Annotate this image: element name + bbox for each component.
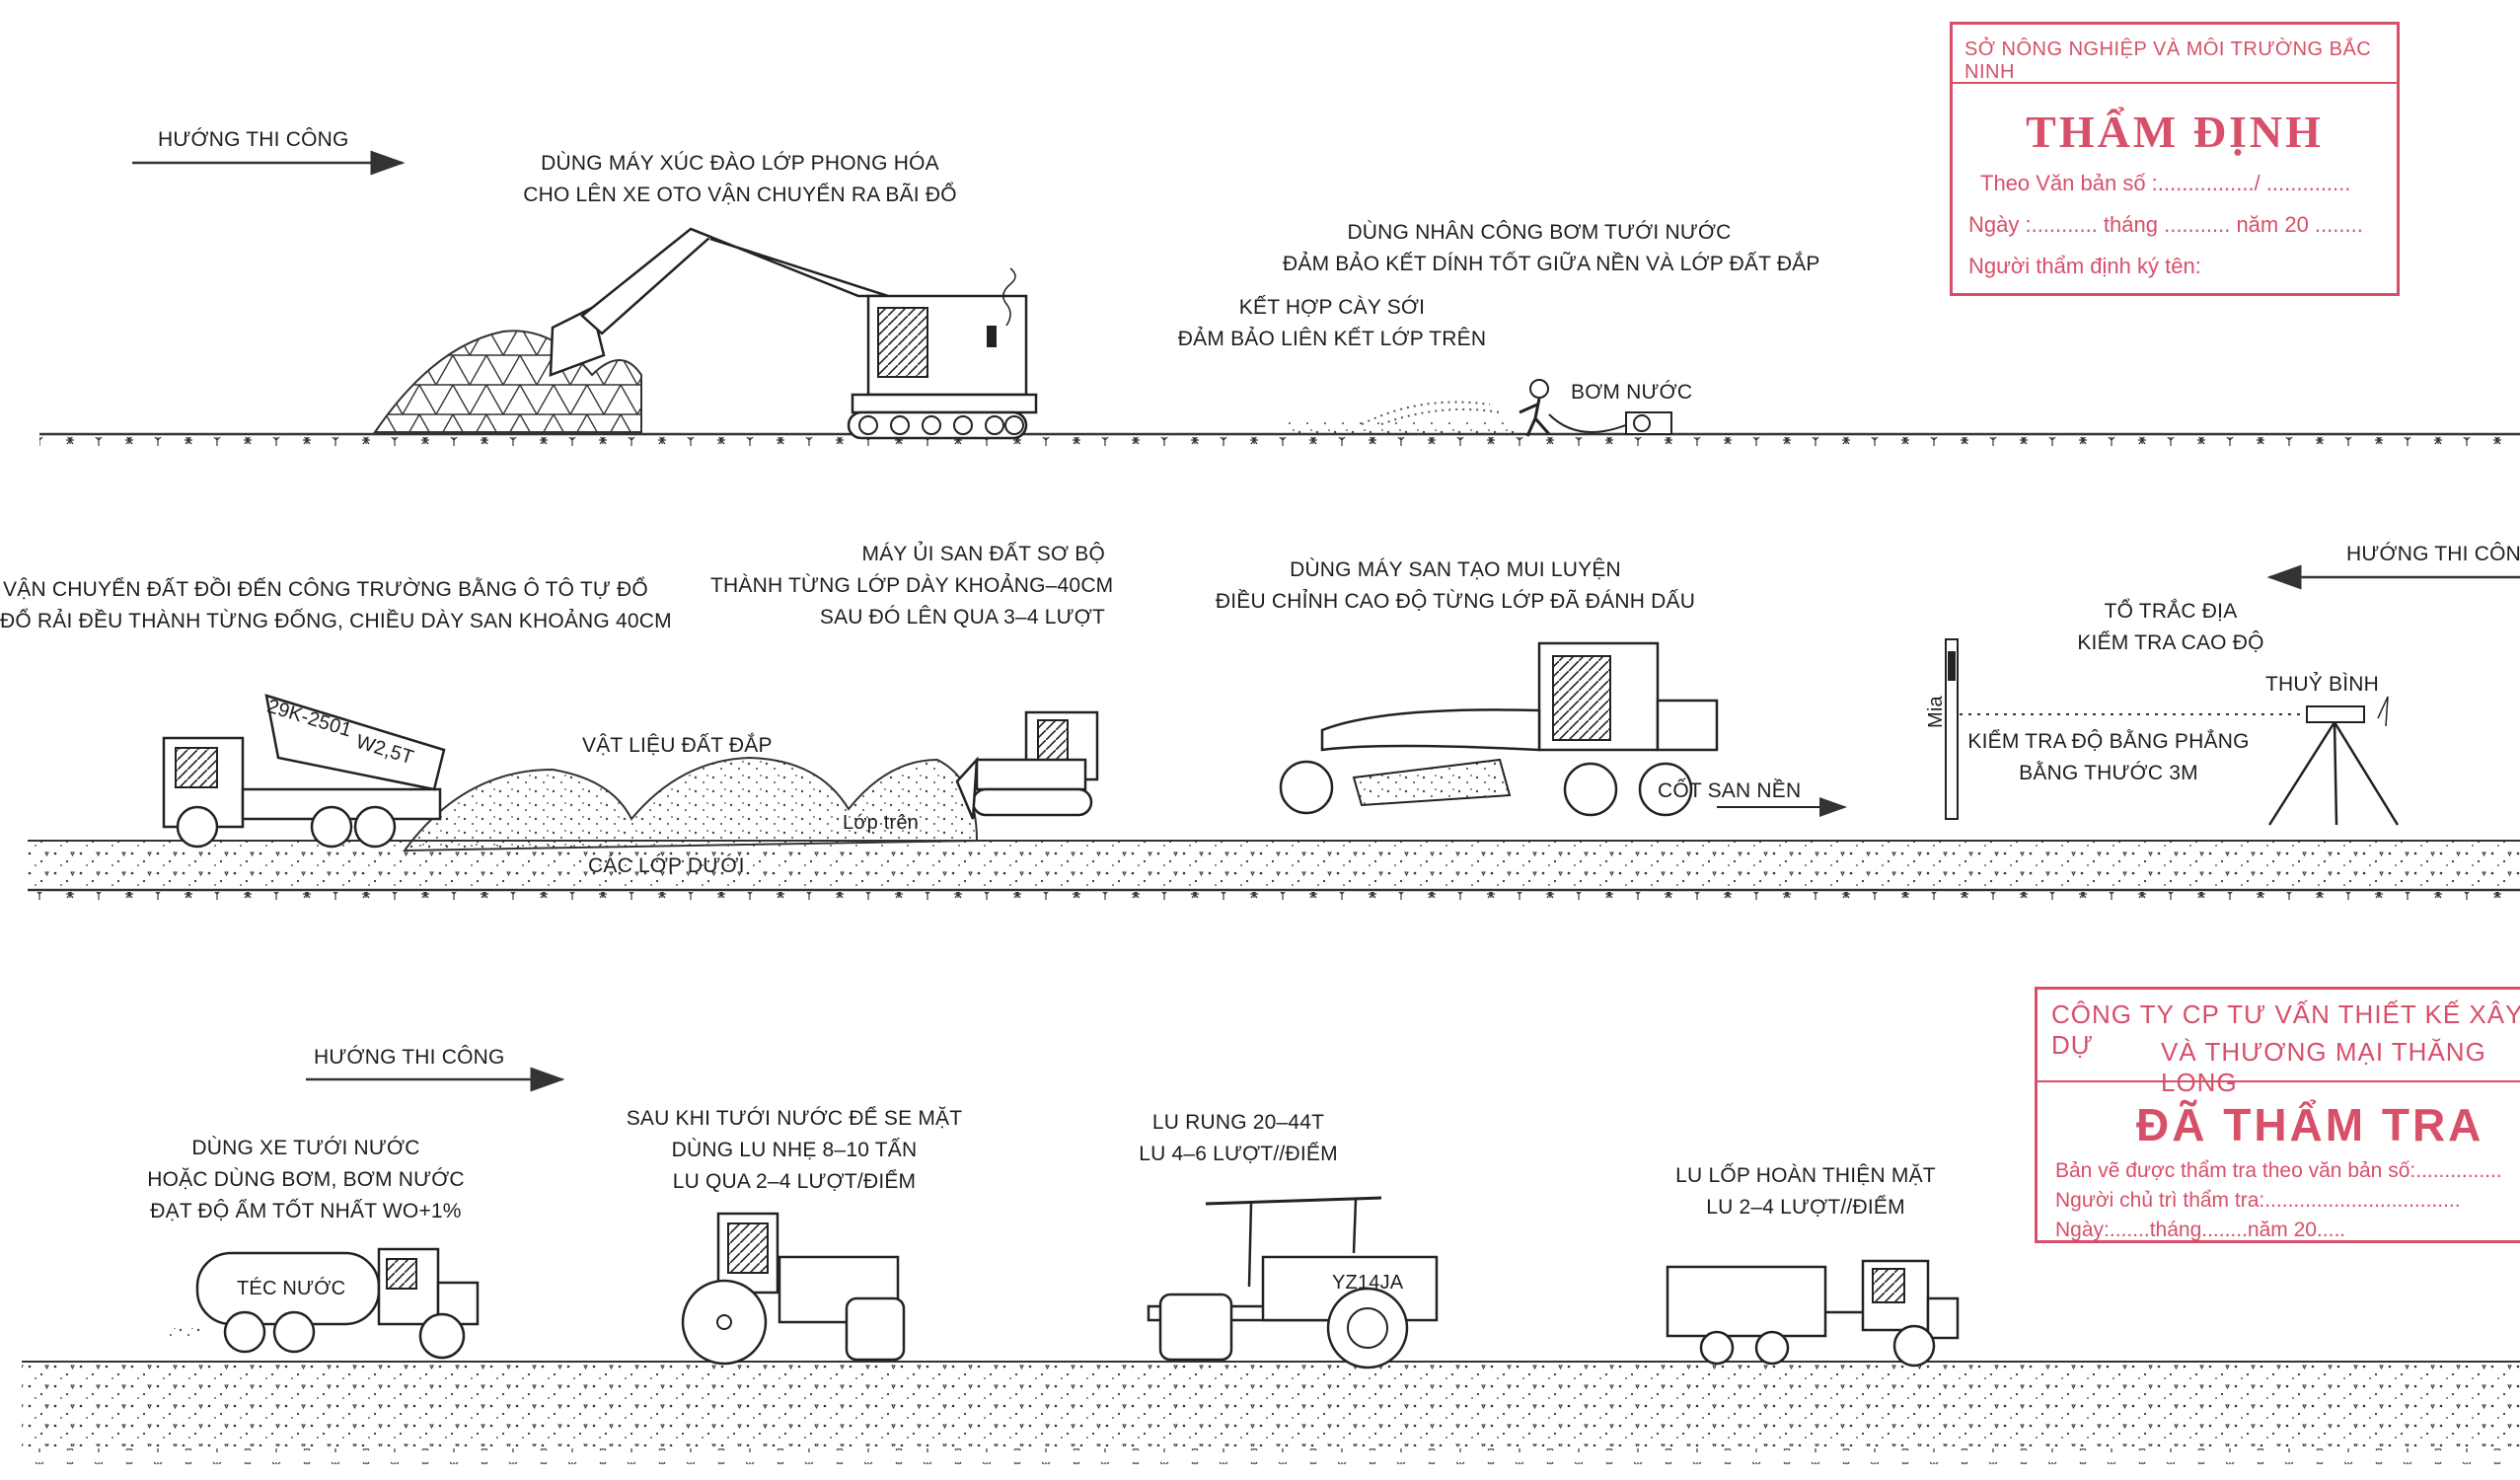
light-roller <box>683 1214 904 1364</box>
row3-ground <box>22 1362 2520 1464</box>
lower-layers-label: CÁC LỚP DƯỚI <box>588 851 745 882</box>
vibro-model-label: YZ14JA <box>1332 1267 1403 1298</box>
staff-label: Mia <box>1920 696 1952 728</box>
stamp-divider <box>2038 1080 2520 1082</box>
stamp-doc-line: Bản vẽ được thẩm tra theo văn bản số:...… <box>2055 1159 2502 1183</box>
pump-label: BƠM NƯỚC <box>1571 377 1692 408</box>
leveling-instrument <box>2269 697 2398 825</box>
row2-ground <box>28 841 2520 908</box>
grade-level-label: CỐT SAN NỀN <box>1658 776 1801 807</box>
tank-label: TÉC NƯỚC <box>237 1273 345 1304</box>
stamp-date-line: Ngày :........... tháng ........... năm … <box>1968 212 2363 238</box>
tire-roller <box>1668 1261 1958 1366</box>
transport-note: VẬN CHUYỂN ĐẤT ĐỒI ĐẾN CÔNG TRƯỜNG BẰNG … <box>0 574 651 637</box>
water-spray <box>1283 403 1519 435</box>
stamp-title: ĐÃ THẨM TRA <box>2136 1098 2483 1151</box>
stamp-doc-line: Theo Văn bản số :................/ .....… <box>1980 171 2350 196</box>
upper-layer-label: Lớp trên <box>843 807 919 839</box>
row1-ground <box>39 434 2520 453</box>
stamp-signer-line: Người thẩm định ký tên: <box>1968 254 2201 279</box>
stamp-divider <box>1953 82 2397 84</box>
stamp-host-line: Người chủ trì thẩm tra:.................… <box>2055 1189 2461 1213</box>
stamp-date-line: Ngày:.......tháng........năm 20..... <box>2055 1219 2345 1242</box>
stamp-title: THẨM ĐỊNH <box>1953 106 2397 158</box>
approval-stamp-appraisal: SỞ NÔNG NGHIỆP VÀ MÔI TRƯỜNG BẮC NINH TH… <box>1950 22 2400 296</box>
level-instrument-label: THUỶ BÌNH <box>2265 669 2379 701</box>
bulldozer <box>957 712 1097 819</box>
approval-stamp-verified: CÔNG TY CP TƯ VẤN THIẾT KẾ XÂY DỰ VÀ THƯ… <box>2035 987 2520 1243</box>
stamp-org: SỞ NÔNG NGHIỆP VÀ MÔI TRƯỜNG BẮC NINH <box>1964 38 2397 84</box>
row2-direction-label: HƯỚNG THI CÔNG <box>2346 539 2520 570</box>
stamp-company-line2: VÀ THƯƠNG MẠI THĂNG LONG <box>2161 1037 2520 1098</box>
fill-material-label: VẬT LIỆU ĐẤT ĐẮP <box>582 730 773 762</box>
row3-direction-label: HƯỚNG THI CÔNG <box>314 1042 505 1073</box>
water-pump <box>1626 412 1671 434</box>
row1-direction-label: HƯỚNG THI CÔNG <box>158 124 349 156</box>
survey-staff <box>1946 639 1958 819</box>
